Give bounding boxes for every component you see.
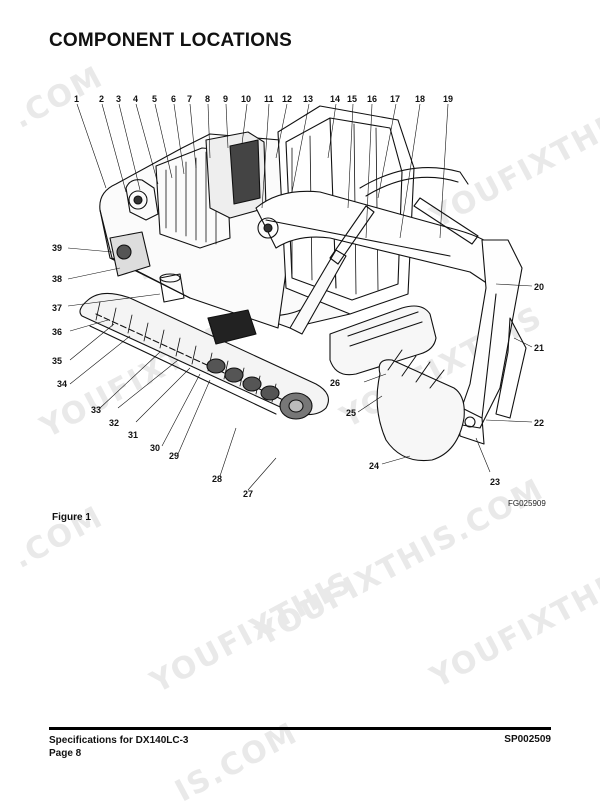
callout-label: 5 [152,94,158,104]
callout-label: 32 [109,418,120,428]
footer-left: Specifications for DX140LC-3 Page 8 [49,734,188,760]
callout-label: 15 [347,94,358,104]
callout-label: 6 [171,94,177,104]
callout-label: 24 [369,461,380,471]
callout-label: 34 [57,379,68,389]
callout-label: 21 [534,343,545,353]
footer-doc-title: Specifications for DX140LC-3 [49,735,189,746]
callout-label: 10 [241,94,252,104]
callout-label: 22 [534,418,545,428]
callout-label: 13 [303,94,314,104]
page-title: COMPONENT LOCATIONS [49,30,293,51]
callout-label: 20 [534,282,545,292]
figure-code: FG025909 [508,499,546,508]
callout-label: 4 [133,94,139,104]
callout-label: 39 [52,243,63,253]
callout-label: 36 [52,327,63,337]
callout-label: 8 [205,94,211,104]
figure-caption: Figure 1 [52,512,91,523]
watermark-text: YOUFIXTHIS [144,564,359,701]
callout-label: 33 [91,405,102,415]
callout-label: 7 [187,94,193,104]
callout-label: 11 [264,94,274,104]
callout-label: 25 [346,408,357,418]
callout-label: 3 [116,94,122,104]
callout-label: 9 [223,94,229,104]
callout-label: 2 [99,94,105,104]
callout-label: 28 [212,474,223,484]
callout-label: 38 [52,274,63,284]
callout-label: 29 [169,451,180,461]
footer-page-number: Page 8 [49,748,82,759]
footer-divider [49,727,551,730]
callout-label: 35 [52,356,63,366]
callout-label: 1 [74,94,80,104]
callout-label: 14 [330,94,341,104]
callout-label: 18 [415,94,426,104]
callout-label: 23 [490,477,501,487]
callout-label: 37 [52,303,63,313]
callout-label: 30 [150,443,161,453]
callout-label: 17 [390,94,401,104]
callout-label: 27 [243,489,254,499]
callout-label: 26 [330,378,341,388]
watermark-text: YOUFIXTHIS [424,559,600,696]
callout-label: 19 [443,94,454,104]
callout-label: 16 [367,94,378,104]
footer-doc-code: SP002509 [504,734,551,745]
excavator-illustration [67,103,533,491]
callout-label: 12 [282,94,293,104]
callout-label: 31 [128,430,139,440]
